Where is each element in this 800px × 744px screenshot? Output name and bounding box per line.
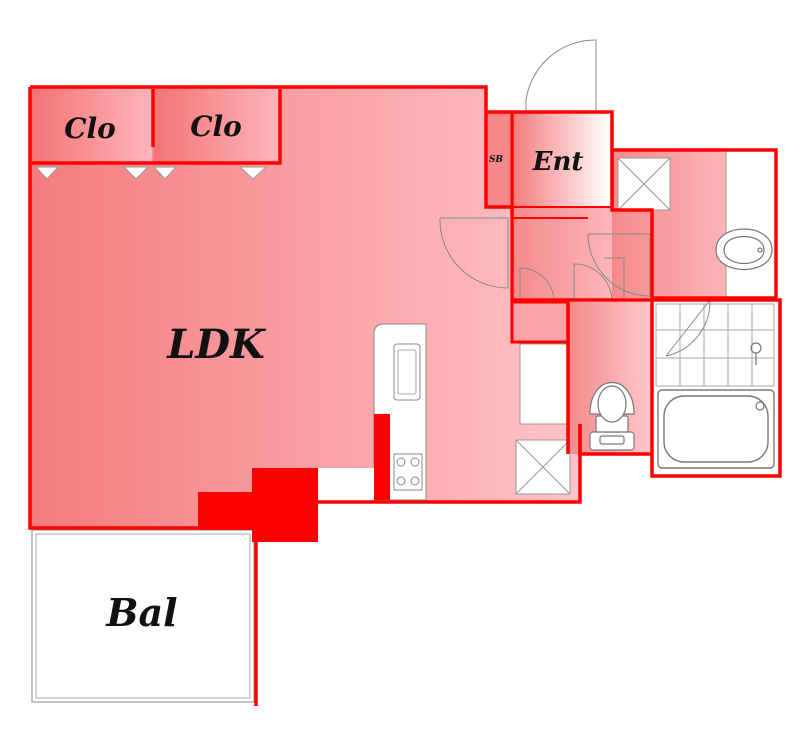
washbasin-counter — [725, 149, 777, 299]
closet-1 — [32, 89, 152, 163]
room-label-entrance: Ent — [532, 147, 584, 177]
entrance — [512, 112, 610, 208]
room-label-ldk: LDK — [166, 321, 267, 368]
room-label-balcony: Bal — [105, 590, 177, 635]
bath-tiles — [655, 303, 775, 387]
shower-icon — [750, 342, 765, 411]
ldk-room — [30, 87, 580, 542]
shoe-box — [486, 112, 510, 208]
balcony — [31, 529, 255, 703]
kitchen-counter — [373, 323, 427, 501]
room-label-clo-2: Clo — [190, 110, 242, 143]
closet-door-markers — [34, 166, 268, 180]
thin-walls — [510, 206, 612, 219]
door-swings — [439, 39, 711, 357]
storage-pad — [510, 300, 570, 344]
pillars — [198, 468, 318, 542]
laundry-pan-1 — [515, 439, 571, 495]
fridge-space — [519, 343, 569, 425]
laundry-pan-2 — [617, 157, 671, 211]
counter-gap — [318, 468, 374, 502]
room-label-clo-1: Clo — [64, 112, 116, 145]
washbasin-icon — [715, 228, 773, 270]
bathtub — [657, 389, 775, 469]
toilet-icon — [589, 381, 635, 451]
walls — [28, 85, 782, 706]
closet-2 — [154, 89, 280, 163]
bathroom — [652, 300, 780, 476]
room-label-shoe-box: SB — [489, 155, 503, 165]
